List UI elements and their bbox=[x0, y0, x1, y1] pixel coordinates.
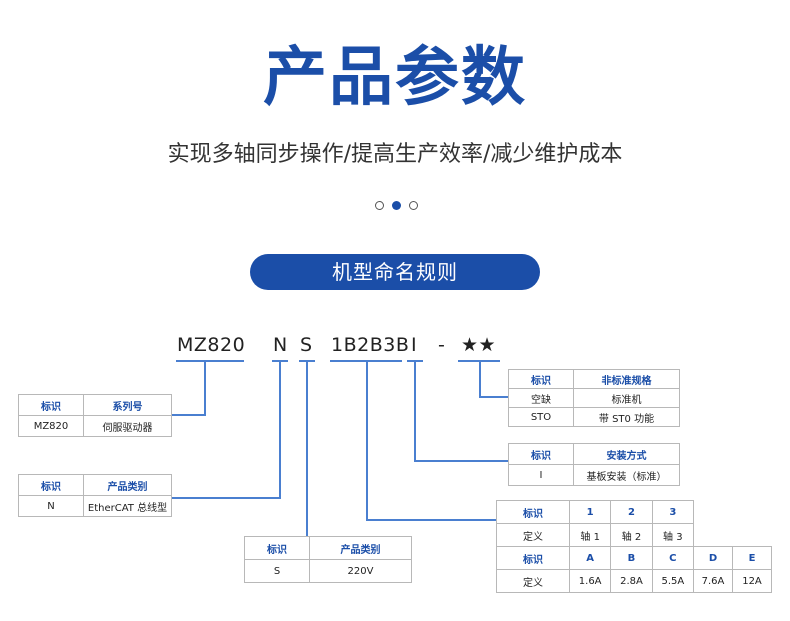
connector-current-h bbox=[366, 519, 496, 521]
table-cell: 空缺 bbox=[508, 388, 574, 408]
table-header-cell: D bbox=[693, 546, 733, 570]
connector-series-h bbox=[172, 414, 206, 416]
table-header-cell: 标识 bbox=[496, 546, 570, 570]
code-stars: ★★ bbox=[461, 334, 497, 356]
connector-n-v bbox=[279, 361, 281, 499]
table-cell: 7.6A bbox=[693, 569, 733, 593]
table-cell: EtherCAT 总线型 bbox=[83, 495, 172, 517]
table-cell: 12A bbox=[732, 569, 772, 593]
connector-current-v bbox=[366, 361, 368, 521]
table-cell: 轴 1 bbox=[568, 523, 612, 547]
table-header-cell: 标识 bbox=[18, 394, 84, 416]
table-header-cell: A bbox=[568, 546, 612, 570]
carousel-dot-2-active[interactable] bbox=[392, 201, 401, 210]
table-empty-cell bbox=[694, 501, 772, 524]
table-header-cell: 标识 bbox=[18, 474, 84, 496]
table-cell: 伺服驱动器 bbox=[83, 415, 172, 437]
table-cell: 定义 bbox=[496, 523, 570, 547]
table-header-cell: 1 bbox=[568, 500, 612, 524]
table-nonstandard: 标识 非标准规格 空缺 标准机 STO 带 ST0 功能 bbox=[508, 369, 680, 427]
table-cell: N bbox=[18, 495, 84, 517]
table-header-cell: 3 bbox=[651, 500, 695, 524]
table-cell: I bbox=[508, 464, 574, 486]
table-header-cell: B bbox=[610, 546, 653, 570]
table-cell: 1.6A bbox=[568, 569, 612, 593]
table-cell: 定义 bbox=[496, 569, 570, 593]
table-header-cell: 标识 bbox=[244, 536, 310, 560]
table-cell: 5.5A bbox=[651, 569, 695, 593]
table-header-cell: 标识 bbox=[496, 500, 570, 524]
page-title: 产品参数 bbox=[263, 41, 527, 115]
connector-stars-v bbox=[479, 361, 481, 398]
table-cell: MZ820 bbox=[18, 415, 84, 437]
code-current: 1B2B3B bbox=[331, 334, 410, 356]
connector-install-v bbox=[414, 361, 416, 462]
table-header-cell: 非标准规格 bbox=[573, 369, 680, 389]
connector-series-v bbox=[204, 361, 206, 416]
page-subtitle: 实现多轴同步操作/提高生产效率/减少维护成本 bbox=[167, 142, 623, 167]
table-header-cell: 标识 bbox=[508, 443, 574, 465]
code-n: N bbox=[273, 334, 288, 356]
connector-stars-h bbox=[479, 396, 508, 398]
table-cell: 轴 3 bbox=[651, 523, 695, 547]
table-category-n: 标识 产品类别 N EtherCAT 总线型 bbox=[18, 474, 172, 517]
table-empty-cell bbox=[694, 524, 772, 547]
table-cell: 220V bbox=[309, 559, 412, 583]
connector-s-v bbox=[306, 361, 308, 536]
carousel-dot-1[interactable] bbox=[375, 201, 384, 210]
code-install: I bbox=[411, 334, 418, 356]
code-series: MZ820 bbox=[177, 334, 246, 356]
table-cell: 标准机 bbox=[573, 388, 680, 408]
table-header-cell: 系列号 bbox=[83, 394, 172, 416]
underline-series bbox=[176, 360, 244, 362]
table-header-cell: 安装方式 bbox=[573, 443, 680, 465]
code-s: S bbox=[300, 334, 313, 356]
table-cell: 2.8A bbox=[610, 569, 653, 593]
table-header-cell: C bbox=[651, 546, 695, 570]
table-cell: S bbox=[244, 559, 310, 583]
table-category-s: 标识 产品类别 S 220V bbox=[244, 536, 412, 583]
table-axis-current: 标识 1 2 3 定义 轴 1 轴 2 轴 3 标识 A B C D E 定义 … bbox=[496, 500, 772, 593]
table-cell: 轴 2 bbox=[610, 523, 653, 547]
table-cell: 基板安装（标准） bbox=[573, 464, 680, 486]
table-header-cell: 标识 bbox=[508, 369, 574, 389]
table-header-cell: 2 bbox=[610, 500, 653, 524]
table-header-cell: 产品类别 bbox=[309, 536, 412, 560]
connector-n-h bbox=[172, 497, 281, 499]
table-install: 标识 安装方式 I 基板安装（标准） bbox=[508, 443, 680, 486]
table-cell: STO bbox=[508, 407, 574, 427]
table-cell: 带 ST0 功能 bbox=[573, 407, 680, 427]
carousel-dot-3[interactable] bbox=[409, 201, 418, 210]
table-header-cell: E bbox=[732, 546, 772, 570]
section-title-pill: 机型命名规则 bbox=[250, 254, 540, 290]
table-header-cell: 产品类别 bbox=[83, 474, 172, 496]
code-dash: - bbox=[438, 334, 446, 356]
connector-install-h bbox=[414, 460, 508, 462]
table-series: 标识 系列号 MZ820 伺服驱动器 bbox=[18, 394, 172, 437]
